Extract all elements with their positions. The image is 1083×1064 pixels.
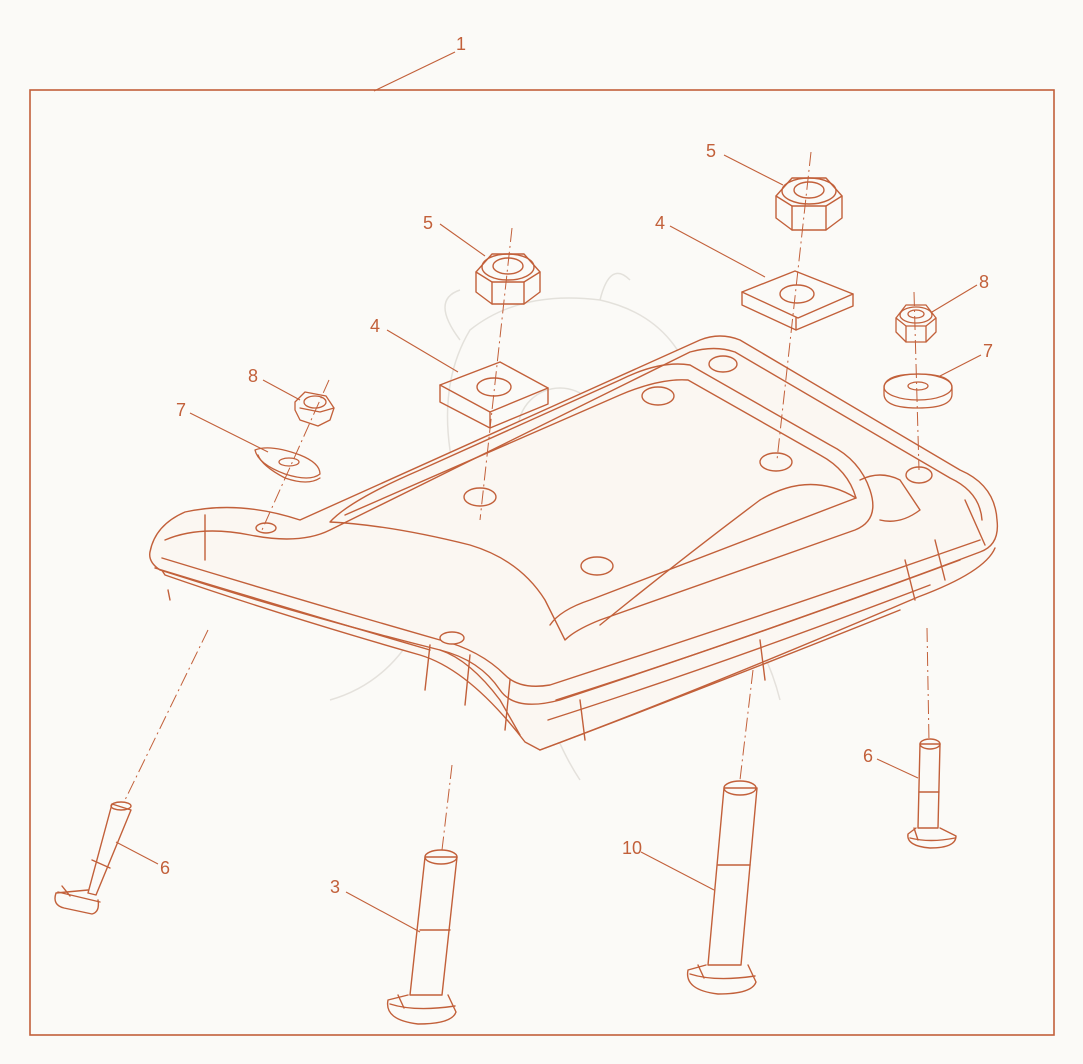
callout-3: 3: [330, 877, 340, 897]
flat-head-bolt-left[interactable]: [54, 801, 132, 915]
callout-6-right: 6: [863, 746, 873, 766]
flat-head-bolt-long[interactable]: [686, 780, 758, 995]
callout-10: 10: [622, 838, 642, 858]
callout-8-left: 8: [248, 366, 258, 386]
assembly-frame: [29, 89, 1055, 1036]
small-nut-right[interactable]: [895, 304, 937, 343]
small-nut-left[interactable]: [294, 391, 335, 427]
callout-7-left: 7: [176, 400, 186, 420]
flat-washer-left[interactable]: [254, 447, 321, 483]
callout-8-right: 8: [979, 272, 989, 292]
base-plate[interactable]: [149, 335, 999, 751]
leader-lines: [115, 51, 982, 933]
callout-5-left: 5: [423, 213, 433, 233]
callout-6-left: 6: [160, 858, 170, 878]
callout-4-left: 4: [370, 316, 380, 336]
callout-4-right: 4: [655, 213, 665, 233]
flat-head-bolt-right[interactable]: [907, 738, 957, 849]
hex-nut-right[interactable]: [775, 177, 843, 231]
callout-7-right: 7: [983, 341, 993, 361]
hex-nut-left[interactable]: [475, 253, 541, 305]
flat-washer-right[interactable]: [883, 373, 953, 409]
square-washer-right[interactable]: [741, 270, 854, 331]
callout-5-right: 5: [706, 141, 716, 161]
flat-head-bolt-center[interactable]: [386, 849, 458, 1025]
callout-1: 1: [456, 34, 466, 54]
square-washer-left[interactable]: [439, 361, 549, 429]
callouts: 1 3 4 4 5 5 6 6 7 7 8 8 10: [160, 34, 993, 897]
